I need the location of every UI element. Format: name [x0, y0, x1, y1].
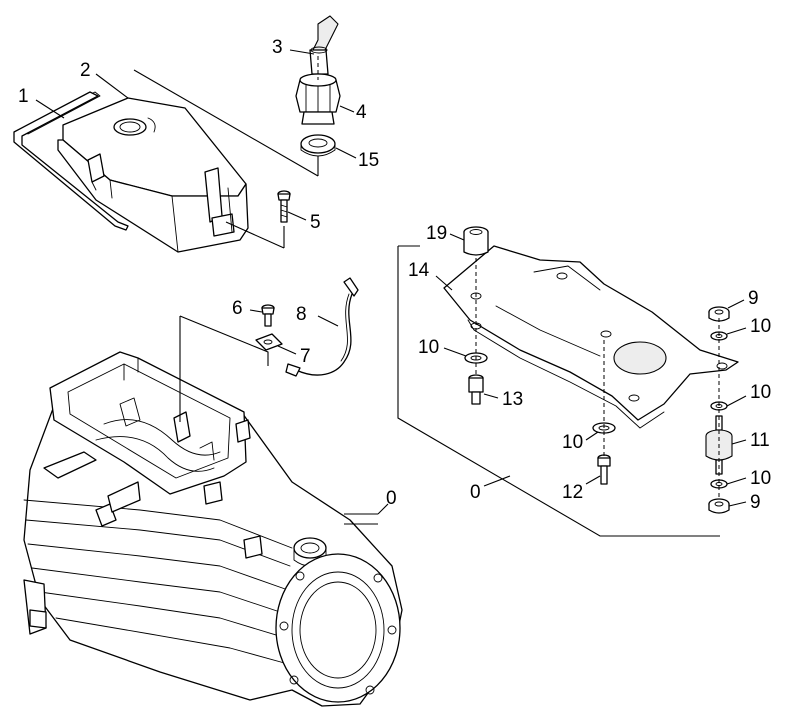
callout-10-right-3: 10 — [750, 468, 771, 489]
nut-part-9-bottom — [708, 498, 730, 514]
callout-labels: 1 2 3 4 15 5 6 7 8 0 19 14 10 13 10 12 0… — [18, 37, 771, 513]
gasket-part-1 — [13, 91, 129, 231]
callout-9-top: 9 — [748, 288, 759, 309]
callout-6: 6 — [232, 298, 243, 319]
callout-19: 19 — [426, 223, 447, 244]
clip-part-7 — [255, 333, 283, 351]
callout-0-mounting: 0 — [470, 482, 481, 503]
spacer-part-19 — [463, 226, 489, 256]
callout-14: 14 — [408, 260, 430, 281]
callout-10-left: 10 — [418, 337, 439, 358]
callout-5: 5 — [310, 212, 321, 233]
callout-4: 4 — [356, 102, 367, 123]
callout-10-right-1: 10 — [750, 316, 771, 337]
callout-1: 1 — [18, 86, 29, 107]
washer-part-15 — [300, 134, 336, 157]
callout-12: 12 — [562, 482, 583, 503]
callout-7: 7 — [300, 346, 311, 367]
crankcase-housing-part-0 — [23, 351, 403, 707]
hose-part-3 — [309, 15, 339, 75]
callout-3: 3 — [272, 37, 283, 58]
bolt-part-12 — [597, 454, 611, 485]
bolt-part-13 — [468, 374, 484, 405]
leader-lines — [35, 49, 747, 515]
callout-13: 13 — [502, 389, 523, 410]
nut-part-9-top — [708, 306, 730, 322]
screw-part-6 — [261, 304, 275, 327]
callout-10-right-2: 10 — [750, 382, 771, 403]
callout-9-bottom: 9 — [750, 492, 761, 513]
group-brackets — [133, 69, 720, 537]
screw-part-5 — [277, 190, 291, 223]
callout-10-middle: 10 — [562, 432, 583, 453]
fitting-part-4 — [295, 73, 341, 125]
assembly-axes — [317, 56, 720, 500]
callout-11: 11 — [750, 430, 770, 451]
cover-part-2 — [57, 97, 249, 253]
callout-15: 15 — [358, 150, 379, 171]
callout-0-housing: 0 — [386, 488, 397, 509]
cable-part-8 — [285, 277, 359, 377]
mounting-plate-part-14 — [443, 245, 739, 429]
callout-2: 2 — [80, 60, 91, 81]
callout-8: 8 — [296, 304, 307, 325]
